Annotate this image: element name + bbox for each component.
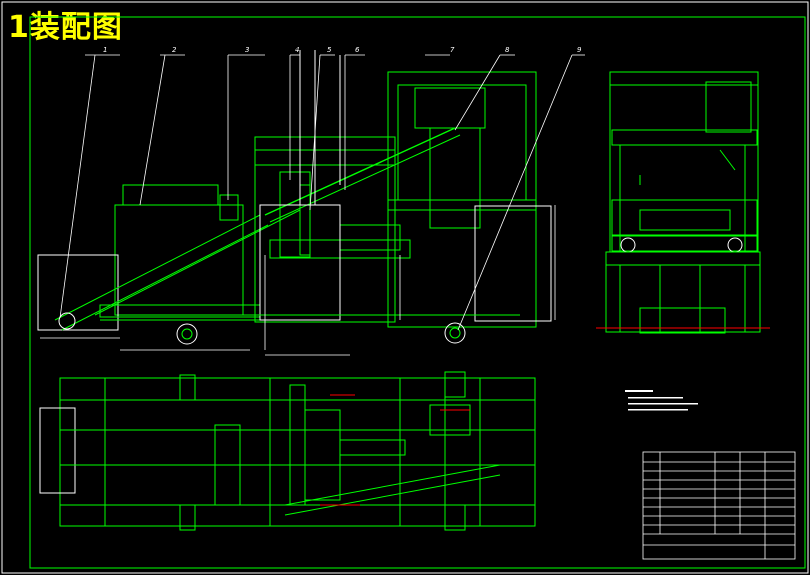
balloon-8: 8	[505, 46, 510, 54]
parts-list-table	[642, 451, 796, 560]
balloon-1: 1	[103, 46, 107, 54]
balloon-2: 2	[172, 46, 177, 54]
balloon-numbers: 1 2 3 4 5 6 7 8 9	[103, 46, 582, 54]
drawing-title: 1装配图	[8, 10, 123, 45]
dimension-lines	[40, 205, 556, 356]
balloon-7: 7	[450, 46, 455, 54]
balloon-9: 9	[577, 46, 582, 54]
technical-notes	[625, 390, 698, 411]
balloon-5: 5	[327, 46, 332, 54]
balloon-6: 6	[355, 46, 360, 54]
top-view	[39, 371, 536, 531]
leader-lines	[59, 54, 585, 331]
front-view	[37, 50, 552, 345]
side-view	[596, 71, 770, 334]
inner-frame	[29, 16, 806, 569]
balloon-4: 4	[295, 46, 299, 54]
balloon-3: 3	[245, 46, 249, 54]
